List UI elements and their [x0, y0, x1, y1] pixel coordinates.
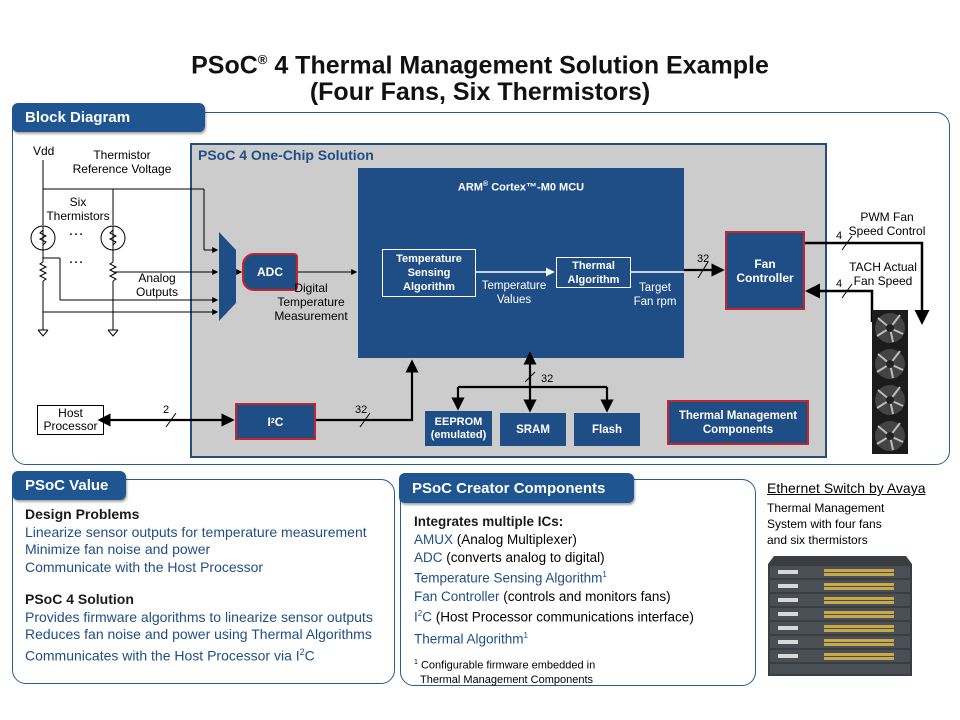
resistor-dots: …: [68, 250, 84, 267]
block-diagram-panel: [12, 112, 950, 465]
block-diagram-tab: Block Diagram: [12, 103, 205, 132]
flash-block: Flash: [574, 413, 640, 446]
solution-item: Reduces fan noise and power using Therma…: [25, 626, 372, 642]
design-problem-item: Minimize fan noise and power: [25, 541, 211, 557]
integrates-heading: Integrates multiple ICs:: [414, 514, 564, 529]
i2c-width-label: 2: [163, 404, 170, 416]
thermistor-dots: …: [68, 222, 84, 239]
ethernet-switch-title: Ethernet Switch by Avaya: [767, 480, 926, 496]
tach-actual-fan-speed-label: TACH Actual Fan Speed: [849, 260, 917, 288]
thermal-algorithm-block: Thermal Algorithm: [556, 257, 631, 288]
design-problem-item: Communicate with the Host Processor: [25, 558, 264, 575]
psoc-value-content: Design Problems Linearize sensor outputs…: [25, 506, 393, 665]
six-thermistors-label: Six Thermistors: [46, 195, 110, 223]
component-amux: AMUX (Analog Multiplexer): [414, 531, 577, 547]
component-i2c: I2C (Host Processor communications inter…: [414, 609, 694, 625]
psoc-value-tab: PSoC Value: [12, 471, 126, 500]
adc-block: ADC: [242, 253, 298, 291]
ethernet-switch-description: Thermal Management System with four fans…: [767, 501, 885, 547]
analog-outputs-label: Analog Outputs: [135, 271, 179, 299]
thermal-management-components-block: Thermal Management Components: [667, 400, 809, 445]
component-thermal-algorithm: Thermal Algorithm1: [414, 630, 528, 647]
creator-components-content: Integrates multiple ICs: AMUX (Analog Mu…: [414, 513, 754, 687]
host-processor-block: Host Processor: [37, 405, 104, 435]
page-title: PSoC® 4 Thermal Management Solution Exam…: [191, 51, 769, 107]
component-adc: ADC (converts analog to digital): [414, 549, 605, 565]
ethernet-switch-image: [768, 556, 912, 676]
vdd-label: Vdd: [33, 144, 55, 158]
mcu-title: ARM® Cortex™-M0 MCU: [457, 181, 585, 194]
tach-width-label: 4: [836, 278, 843, 290]
design-problem-item: Linearize sensor outputs for temperature…: [25, 523, 367, 540]
psoc-value-panel: [12, 479, 395, 684]
pwm-fan-speed-control-label: PWM Fan Speed Control: [848, 210, 926, 238]
thermistor-reference-voltage-label: Thermistor Reference Voltage: [72, 148, 172, 176]
footnote: 1 Configurable firmware embedded in Ther…: [414, 659, 596, 686]
component-temperature-sensing: Temperature Sensing Algorithm1: [414, 570, 607, 586]
solution-item: Communicates with the Host Processor via…: [25, 646, 315, 664]
eeprom-block: EEPROM (emulated): [425, 411, 492, 446]
psoc4-solution-heading: PSoC 4 Solution: [25, 591, 134, 607]
amux-label: A M U X: [221, 249, 231, 300]
i2c-bus-width-label: 32: [355, 404, 368, 416]
pwm-width-label: 4: [836, 230, 843, 242]
chip-title: PSoC 4 One-Chip Solution: [198, 147, 374, 163]
target-fan-rpm-label: Target Fan rpm: [633, 282, 677, 308]
memory-bus-width-label: 32: [541, 373, 554, 385]
creator-components-tab: PSoC Creator Components: [399, 473, 634, 503]
digital-temperature-measurement-label: Digital Temperature Measurement: [274, 281, 348, 323]
solution-item: Provides firmware algorithms to lineariz…: [25, 608, 373, 625]
fan-bus-width-label: 32: [697, 253, 710, 265]
temperature-values-label: Temperature Values: [481, 280, 547, 306]
temperature-sensing-algorithm-block: Temperature Sensing Algorithm: [382, 249, 476, 297]
design-problems-heading: Design Problems: [25, 506, 140, 522]
sram-block: SRAM: [500, 413, 566, 446]
component-fan-controller: Fan Controller (controls and monitors fa…: [414, 588, 671, 604]
fan-controller-block: Fan Controller: [725, 231, 805, 310]
